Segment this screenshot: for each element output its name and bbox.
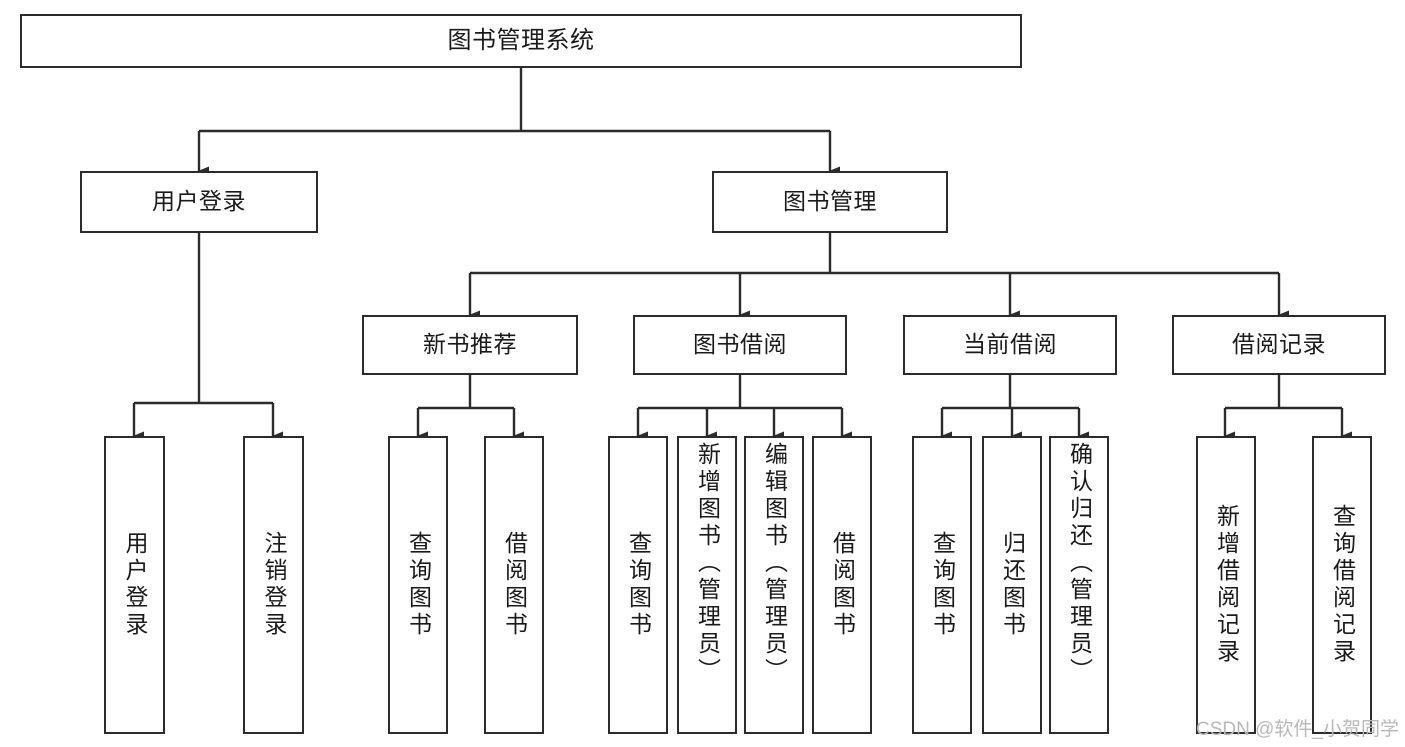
node-label: 查询图书 [929,531,956,639]
node-label: 归还图书 [999,531,1026,639]
node-leaf-编辑图书管理员-6[interactable]: 编辑图书（管理员） [744,436,804,734]
node-level3-借阅记录-3[interactable]: 借阅记录 [1172,315,1386,375]
node-label: 查询图书 [625,531,652,639]
node-label: 注销登录 [261,531,287,639]
node-label: 查询图书 [405,531,432,639]
node-leaf-用户登录-0[interactable]: 用户登录 [104,436,165,734]
node-level3-图书借阅-1[interactable]: 图书借阅 [633,315,847,375]
node-root-图书管理系统[interactable]: 图书管理系统 [20,14,1022,68]
node-leaf-注销登录-1[interactable]: 注销登录 [243,436,304,734]
node-leaf-借阅图书-3[interactable]: 借阅图书 [484,436,544,734]
node-leaf-查询图书-8[interactable]: 查询图书 [912,436,972,734]
node-label: 图书借阅 [693,331,787,358]
node-leaf-归还图书-9[interactable]: 归还图书 [982,436,1042,734]
node-label: 编辑图书（管理员） [761,442,788,685]
node-label: 查询借阅记录 [1329,504,1356,666]
node-level2-用户登录-0[interactable]: 用户登录 [80,171,318,233]
node-leaf-确认归还管理员-10[interactable]: 确认归还（管理员） [1049,436,1109,734]
node-leaf-借阅图书-7[interactable]: 借阅图书 [812,436,872,734]
node-leaf-查询图书-2[interactable]: 查询图书 [388,436,448,734]
node-leaf-新增借阅记录-11[interactable]: 新增借阅记录 [1196,436,1256,734]
node-label: 当前借阅 [963,331,1057,358]
node-label: 借阅图书 [829,531,856,639]
node-label: 图书管理系统 [447,26,595,54]
node-label: 确认归还（管理员） [1066,442,1093,685]
node-label: 用户登录 [122,531,148,639]
node-level2-图书管理-1[interactable]: 图书管理 [712,171,948,233]
node-leaf-查询借阅记录-12[interactable]: 查询借阅记录 [1312,436,1372,734]
node-label: 用户登录 [152,188,246,215]
node-leaf-查询图书-4[interactable]: 查询图书 [608,436,668,734]
node-leaf-新增图书管理员-5[interactable]: 新增图书（管理员） [677,436,737,734]
node-level3-新书推荐-0[interactable]: 新书推荐 [362,315,578,375]
node-label: 新书推荐 [423,331,517,358]
node-label: 借阅记录 [1232,331,1326,358]
node-level3-当前借阅-2[interactable]: 当前借阅 [903,315,1117,375]
watermark-label: CSDN @软件_小贺同学 [1196,719,1399,740]
node-label: 新增借阅记录 [1213,504,1240,666]
node-label: 借阅图书 [501,531,528,639]
node-label: 图书管理 [783,188,877,215]
node-label: 新增图书（管理员） [694,442,721,685]
tree-connectors [132,68,1352,441]
